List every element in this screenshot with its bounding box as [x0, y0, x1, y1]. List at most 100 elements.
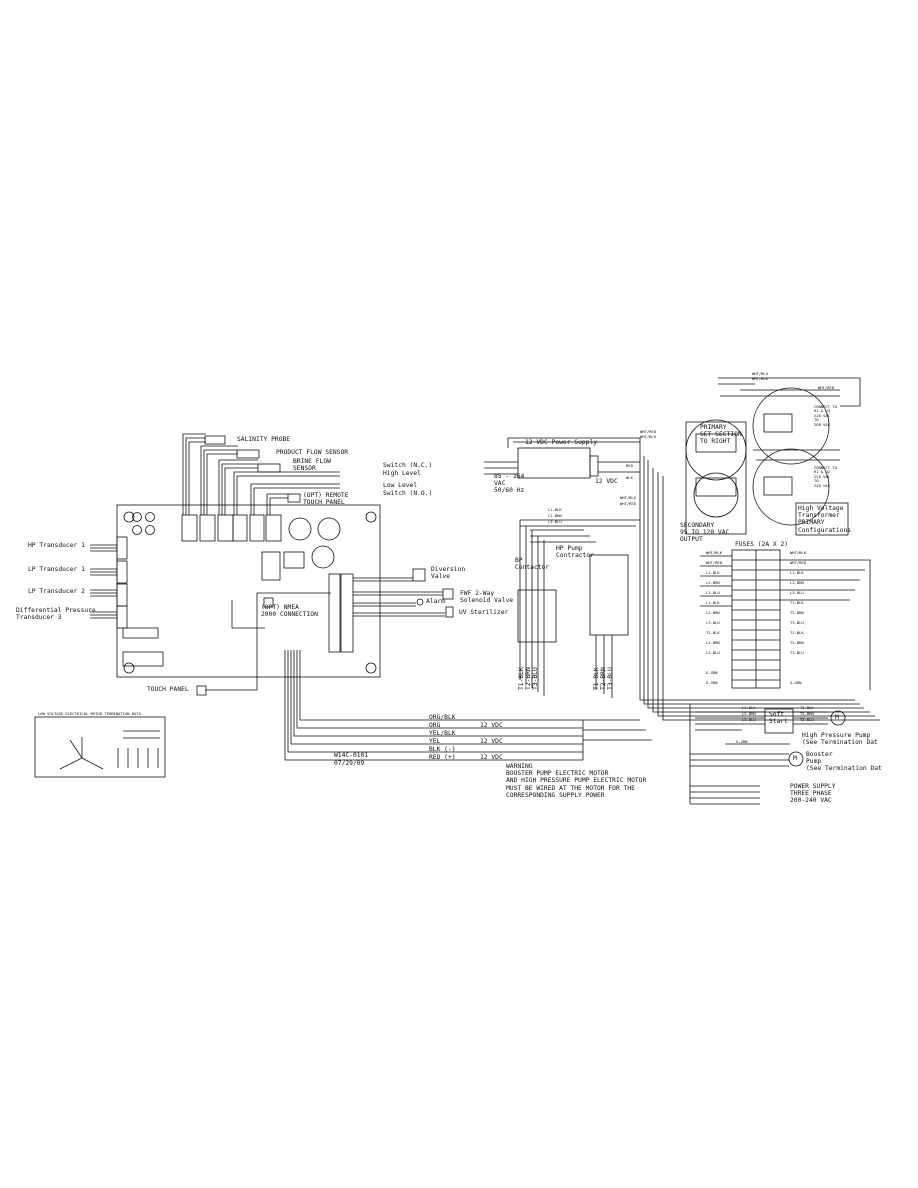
transformer-secondary-terminals: [695, 477, 737, 497]
fuse-row-left: G-GRN: [706, 680, 718, 685]
wire-wht-blk: WHT/BLK: [752, 376, 769, 381]
mounting-hole: [123, 662, 135, 674]
drawing-number: W14C-0101: [334, 752, 369, 759]
wire-l3: L3-BLU: [548, 519, 562, 524]
power-supply-terminal: [589, 455, 599, 477]
lp-transducer-1-label: LP Transducer 1: [28, 566, 85, 573]
relay-coil: [132, 512, 142, 522]
transformer-primary-terminals: [695, 433, 737, 453]
wire-wht-blu: WHT/BLU: [752, 371, 769, 376]
fuse-row-right: WHT/RED: [790, 560, 807, 565]
switch-nc-label: Switch (N.C.): [383, 462, 433, 469]
harness-yelblk: YEL/BLK: [429, 730, 456, 737]
wire-wht-red: WHT/RED: [818, 385, 835, 390]
transducer-connector: [116, 560, 128, 584]
wire-l2: L2-BRN: [548, 513, 562, 518]
hp-contactor-label: HP Pump Contractor: [556, 545, 594, 560]
sensor-connector: [217, 514, 234, 542]
output-terminal-block: [328, 573, 341, 653]
fuse-row-right: L2-BRN: [790, 580, 804, 585]
hv-transformer-label: High Voltage Transformer PRIMARY Configu…: [798, 505, 852, 534]
soft-start-l1: L1-BLK: [742, 705, 756, 710]
transducer-connector: [116, 583, 128, 607]
fuse-row-left: WHT/BLK: [706, 550, 723, 555]
touch-panel-symbol: [196, 685, 207, 696]
fuse-row-right: T2-BRN: [790, 640, 804, 645]
hv-label-box: [795, 502, 849, 536]
harness-12vdc-c: 12 VDC: [480, 754, 503, 761]
fuse-row-right: T3-BLU: [790, 620, 804, 625]
soft-start-box: [764, 708, 794, 734]
soft-start-t1: T1-BLK: [800, 705, 814, 710]
fuse-row-left: L2-BRN: [706, 580, 720, 585]
product-flow-plug: [236, 449, 260, 459]
hp-motor-letter: M: [835, 714, 839, 721]
mounting-hole: [365, 662, 377, 674]
soft-start-g: G-GRN: [736, 739, 748, 744]
hp-t-leads: T1-BLK T2-BRN T3-BLU: [593, 667, 615, 690]
product-flow-sensor-label: PRODUCT FLOW SENSOR: [276, 449, 349, 456]
relay-coil: [132, 525, 142, 535]
label-plate: [122, 651, 164, 667]
harness-12vdc-a: 12 VDC: [480, 722, 503, 729]
capacitor: [311, 545, 335, 569]
fuse-row-right: WHT/BLK: [790, 550, 807, 555]
fuse-row-left: L1-BLK: [706, 600, 720, 605]
primary-label: PRIMARY SET SECTION TO RIGHT: [700, 424, 742, 446]
lp-transducer-2-label: LP Transducer 2: [28, 588, 85, 595]
bp-contactor-label: BP Contactor: [515, 557, 550, 572]
soft-start-label: Soft Start: [769, 711, 788, 726]
booster-motor-letter: M: [793, 755, 797, 762]
fuse-row-left: L3-BLU: [706, 590, 720, 595]
relay-coil: [145, 525, 155, 535]
relay-coil: [145, 512, 155, 522]
sensor-connector: [181, 514, 198, 542]
fuse-row-left: T1-BLK: [706, 630, 720, 635]
booster-motor-symbol: [788, 751, 804, 767]
wire-wht-red-ps: WHT/RED: [640, 429, 657, 434]
sensor-connector: [232, 514, 248, 542]
harness-org: ORG: [429, 722, 441, 729]
booster-pump-label: Booster Pump (See Termination Dat: [806, 751, 882, 773]
fuse-row-left: WHT/RED: [706, 560, 723, 565]
fuse-row-left: L1-BLK: [706, 570, 720, 575]
soft-start-t3: T3-BLU: [800, 717, 814, 722]
warning-text: WARNING BOOSTER PUMP ELECTRIC MOTOR AND …: [506, 763, 647, 799]
fuse-row-right: L3-BLU: [790, 590, 804, 595]
hp-transducer-1-label: HP Transducer 1: [28, 542, 85, 549]
uv-sterilizer-label: UV Sterilizer: [459, 609, 509, 616]
high-level-label: High Level: [383, 470, 421, 477]
wire-blk-ps: BLK: [626, 475, 633, 480]
primary-config-b-label: CONNECT TO H1 & H2 220 VAC TO 240 VAC: [814, 465, 837, 488]
display-connector: [122, 627, 159, 639]
primary-config-a-label: CONNECT TO H1 & H3 220 VAC TO 208 VAC: [814, 404, 837, 427]
secondary-label: SECONDARY 95 TO 120 VAC OUTPUT: [680, 522, 730, 544]
uv-sterilizer-symbol: [445, 606, 454, 618]
fuse-row-left: L2-BRN: [706, 640, 720, 645]
nmea-port: [263, 597, 274, 608]
three-phase-supply-label: POWER SUPPLY THREE PHASE 200-240 VAC: [790, 783, 836, 805]
fwf-valve-label: FWF 2-Way Solenoid Valve: [460, 590, 514, 605]
differential-pressure-label: Differential Pressure Transducer 3: [16, 607, 96, 622]
mounting-hole: [365, 511, 377, 523]
alarm-label: Alarm: [426, 598, 445, 605]
wire-wht-blk-ps: WHT/BLK: [640, 434, 657, 439]
fuse-row-right: L1-BLK: [790, 570, 804, 575]
harness-blk: BLK (-): [429, 746, 456, 753]
capacitor: [317, 517, 341, 541]
soft-start-l2: L2-BRN: [742, 711, 756, 716]
soft-start-t2: T2-BRN: [800, 711, 814, 716]
brine-flow-sensor-label: BRINE FLOW SENSOR: [293, 458, 331, 473]
remote-panel-plug: [287, 493, 301, 503]
power-supply-label: 12 VDC Power Supply: [525, 439, 598, 446]
hp-contactor: [589, 554, 629, 636]
brine-flow-plug: [257, 463, 281, 473]
harness-12vdc-b: 12 VDC: [480, 738, 503, 745]
sensor-connector: [199, 514, 216, 542]
salinity-probe-plug: [204, 435, 226, 445]
switch-no-label: Switch (N.O.): [383, 490, 433, 497]
capacitor: [288, 517, 312, 541]
control-board: [116, 504, 381, 678]
